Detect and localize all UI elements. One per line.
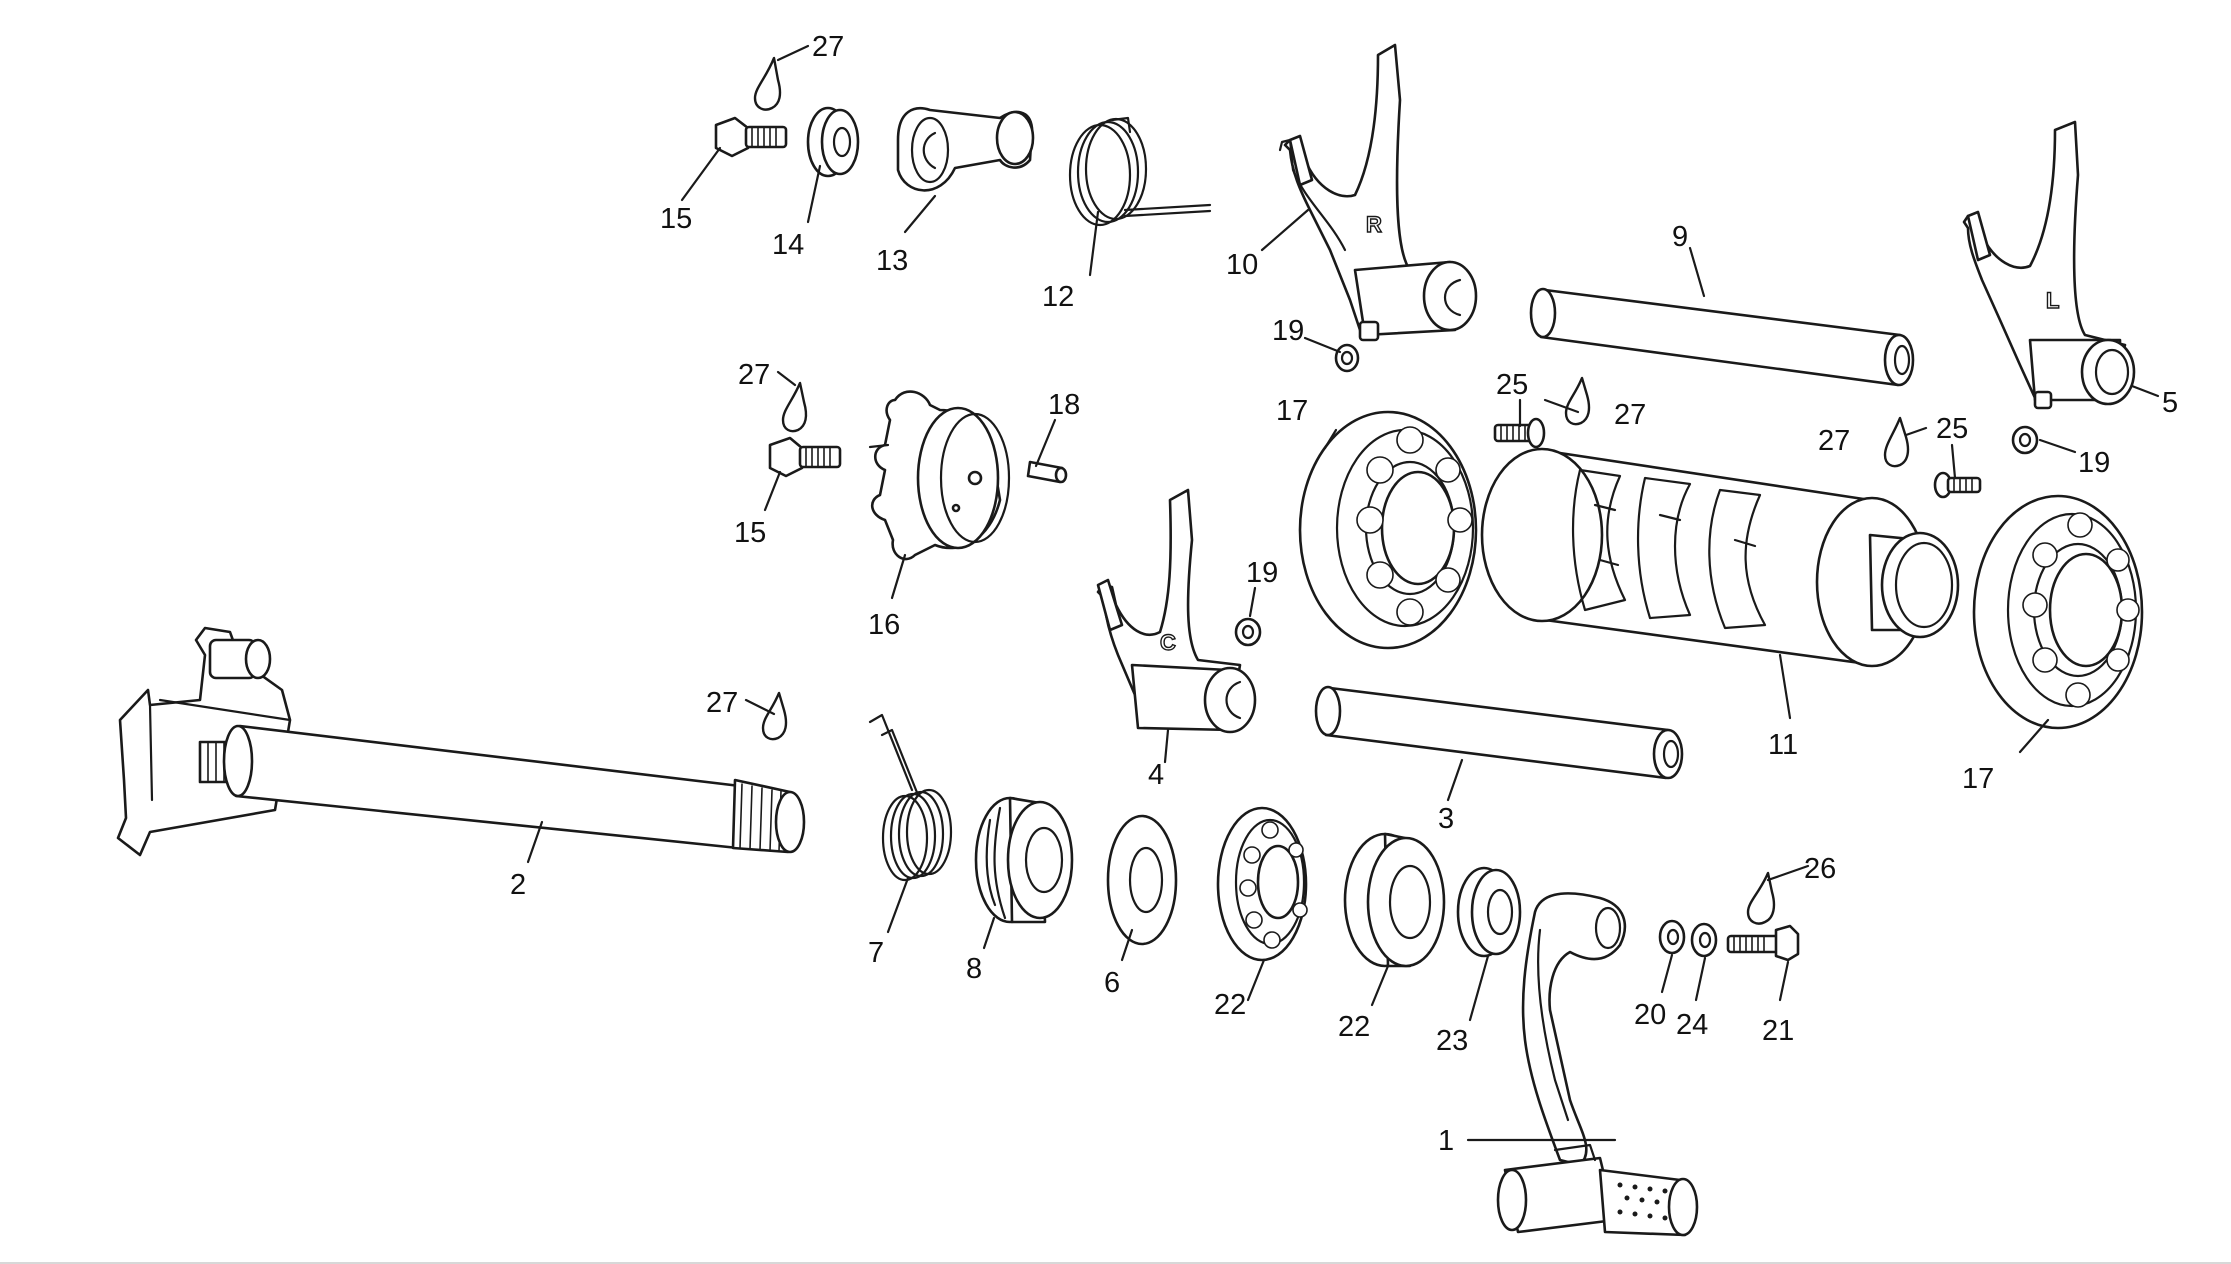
callout-15-upper: 15	[660, 203, 692, 235]
bottom-divider	[0, 1262, 2231, 1264]
part-shaft-bearing-inner	[1216, 806, 1308, 962]
part-thrust-washer	[1106, 814, 1178, 946]
callout-16: 16	[868, 609, 900, 641]
callout-4: 4	[1148, 759, 1164, 791]
callout-3: 3	[1438, 803, 1454, 835]
callout-24: 24	[1676, 1009, 1708, 1041]
callout-20: 20	[1634, 999, 1666, 1031]
callout-27-top: 27	[812, 31, 844, 63]
callout-1: 1	[1438, 1125, 1454, 1157]
part-screw-upper	[1493, 417, 1546, 449]
part-shift-drum	[1480, 447, 1960, 668]
callout-14: 14	[772, 229, 804, 261]
callout-12: 12	[1042, 281, 1074, 313]
part-washer-20	[1658, 919, 1686, 955]
callout-labels: 1 2 3 4 5 6 7 8 9 10 11 12 13 14 15 15 1…	[510, 31, 2178, 1157]
part-gear-lever	[1496, 892, 1699, 1237]
part-gearshift-shaft	[116, 626, 806, 857]
fork-letter-r: R	[1366, 212, 1382, 237]
grease-drop-icon	[1564, 376, 1591, 426]
part-drum-bearing-left	[1298, 410, 1478, 650]
part-shift-fork-left: L	[1962, 120, 2136, 410]
part-shift-rod-upper	[1529, 287, 1915, 387]
part-bolt-upper	[714, 116, 788, 158]
callout-26: 26	[1804, 853, 1836, 885]
callout-10: 10	[1226, 249, 1258, 281]
callout-19-upper: 19	[1272, 315, 1304, 347]
callout-9: 9	[1672, 221, 1688, 253]
callout-22-outer: 22	[1338, 1011, 1370, 1043]
callout-25-lower: 25	[1936, 413, 1968, 445]
callout-27-shaft: 27	[706, 687, 738, 719]
callout-19-middle: 19	[1246, 557, 1278, 589]
part-shift-fork-right: R	[1278, 43, 1478, 342]
callout-27-mid: 27	[738, 359, 770, 391]
callout-27-drum: 27	[1614, 399, 1646, 431]
part-drum-bearing-right	[1972, 494, 2144, 730]
part-torsion-spring-12	[1068, 116, 1212, 227]
leader-lines	[526, 44, 2160, 1142]
part-shift-drum-cam	[868, 390, 1011, 561]
callout-22-inner: 22	[1214, 989, 1246, 1021]
callout-19-right: 19	[2078, 447, 2110, 479]
part-guide-pin-nut-middle	[1234, 617, 1262, 647]
fork-letter-c: C	[1160, 630, 1176, 655]
part-shift-fork-center: C	[1096, 488, 1257, 734]
callout-13: 13	[876, 245, 908, 277]
part-bolt-lower	[768, 436, 842, 478]
callout-7: 7	[868, 937, 884, 969]
part-return-spring	[868, 713, 953, 882]
part-lever-bolt	[1726, 924, 1800, 962]
callout-11: 11	[1768, 729, 1798, 761]
part-bushing	[974, 796, 1074, 924]
callout-15-lower: 15	[734, 517, 766, 549]
fork-letter-l: L	[2046, 288, 2059, 313]
callout-25-upper: 25	[1496, 369, 1528, 401]
callout-21: 21	[1762, 1015, 1794, 1047]
callout-5: 5	[2162, 387, 2178, 419]
part-dowel-pin	[1026, 460, 1068, 484]
callout-17-left: 17	[1276, 395, 1308, 427]
grease-drop-icon	[761, 691, 788, 741]
part-shaft-bearing-outer	[1343, 832, 1446, 968]
oil-drop-icon	[1746, 871, 1776, 925]
part-shift-rod-lower	[1314, 685, 1684, 780]
part-selector-arm	[896, 107, 1035, 192]
callout-6: 6	[1104, 967, 1120, 999]
part-screw-lower	[1933, 471, 1982, 499]
callout-27-fork: 27	[1818, 425, 1850, 457]
part-washer-14	[806, 106, 860, 178]
part-guide-pin-nut-right	[2011, 425, 2039, 455]
grease-drop-icon	[781, 381, 808, 433]
part-guide-pin-nut-upper	[1334, 343, 1360, 373]
grease-drop-icon	[753, 56, 782, 111]
grease-drop-icon	[1883, 416, 1910, 468]
callout-2: 2	[510, 869, 526, 901]
callout-17-right: 17	[1962, 763, 1994, 795]
callout-18: 18	[1048, 389, 1080, 421]
callout-8: 8	[966, 953, 982, 985]
part-oil-seal	[1456, 866, 1522, 958]
part-washer-24	[1690, 922, 1718, 958]
callout-23: 23	[1436, 1025, 1468, 1057]
